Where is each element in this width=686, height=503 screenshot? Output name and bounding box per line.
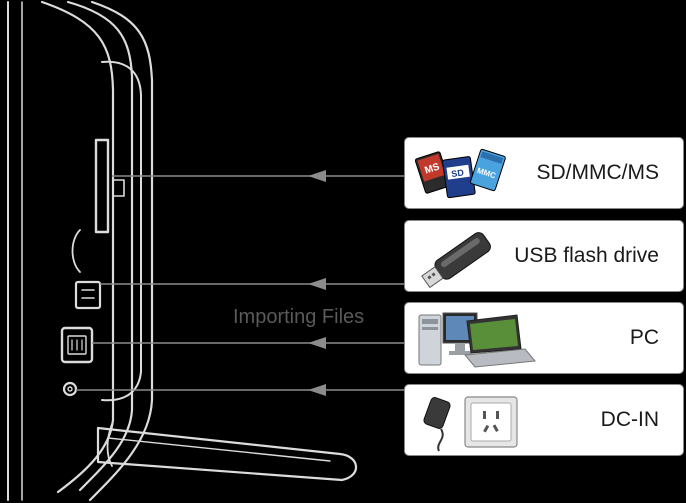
sd-slot-clip [113, 179, 125, 197]
power-adapter-icon [423, 396, 518, 452]
usb-port [74, 280, 102, 310]
device-stand-inner [107, 437, 331, 462]
port-box-sd: MS SD MMC SD/MMC/MS [404, 137, 684, 209]
port-label-dc: DC-IN [600, 408, 659, 431]
device-side-bump [71, 229, 81, 273]
usb-flash-drive-icon [421, 232, 491, 289]
mini-usb-port [60, 326, 94, 364]
arrowhead-dc [308, 384, 326, 396]
port-label-usb: USB flash drive [514, 244, 659, 267]
computer-icon [418, 312, 536, 368]
port-label-pc: PC [629, 326, 659, 349]
port-box-dc: DC-IN [404, 384, 684, 456]
memory-cards-icon: MS SD MMC [414, 148, 506, 199]
arrowhead-usb [308, 278, 326, 290]
importing-files-caption: Importing Files [233, 306, 365, 328]
device-outer-shell [88, 0, 154, 502]
port-box-pc: PC [404, 302, 684, 374]
port-label-sd: SD/MMC/MS [536, 161, 660, 184]
ms-card-text: MS [423, 161, 441, 176]
sd-card-text: SD [451, 167, 465, 179]
sd-slot [94, 138, 110, 234]
port-box-usb: USB flash drive [404, 220, 684, 292]
device-stand-edge [106, 423, 113, 467]
mini-usb-port-inner [67, 335, 87, 355]
dc-in-jack [62, 381, 78, 397]
device-stand [96, 426, 358, 482]
arrowhead-sd [308, 170, 326, 182]
device-port-panel [101, 60, 142, 402]
device-shell-inner-2 [40, 0, 115, 494]
device-shell-inner-1 [66, 0, 134, 492]
arrowhead-pc [308, 337, 326, 349]
